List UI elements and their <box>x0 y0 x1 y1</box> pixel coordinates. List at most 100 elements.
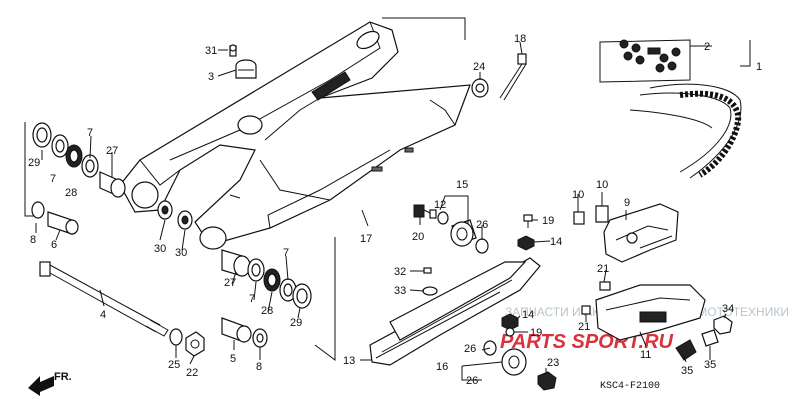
callout-32: 32 <box>394 266 406 278</box>
part-collar-10a <box>573 211 585 225</box>
part-bolt-35b <box>701 329 719 347</box>
callout-19-bottom: 19 <box>530 327 542 339</box>
callout-29-right: 29 <box>290 317 302 329</box>
callout-27-right: 27 <box>224 277 236 289</box>
callout-28-left: 28 <box>65 187 77 199</box>
part-washer-25 <box>169 328 183 346</box>
part-bolt-21a <box>599 281 611 291</box>
part-collar-12 <box>437 211 449 225</box>
callout-17: 17 <box>360 233 372 245</box>
part-bearing-28b <box>263 268 281 292</box>
callouts: 31 3 18 24 2 1 7 29 7 28 27 15 12 10 10 … <box>28 33 762 387</box>
part-guide-bracket-11 <box>595 284 706 341</box>
callout-9: 9 <box>624 197 630 209</box>
part-seal-29a <box>32 122 52 148</box>
part-nut-24 <box>471 78 489 98</box>
part-screw-19b <box>505 327 515 337</box>
part-bushing-30b <box>177 210 193 230</box>
callout-21-bottom: 21 <box>578 321 590 333</box>
callout-34: 34 <box>722 303 734 315</box>
part-roller-16 <box>501 348 527 376</box>
part-bolt-35a <box>675 339 697 361</box>
swingarm <box>119 21 471 250</box>
callout-23: 23 <box>547 357 559 369</box>
callout-18: 18 <box>514 33 526 45</box>
callout-19-top: 19 <box>542 215 554 227</box>
diagram-code: KSC4-F2100 <box>600 381 660 392</box>
part-collar-10b <box>595 205 609 223</box>
callout-7-top-left: 7 <box>87 127 93 139</box>
part-collar-27a <box>99 171 126 198</box>
part-nut-23 <box>537 371 557 391</box>
part-washer-33 <box>422 286 438 296</box>
part-chain-guide-9 <box>603 203 679 263</box>
callout-25: 25 <box>168 359 180 371</box>
callout-4: 4 <box>100 309 106 321</box>
callout-8-left: 8 <box>30 234 36 246</box>
part-pivot-bolt-18 <box>499 53 527 101</box>
direction-label: FR. <box>54 371 72 383</box>
part-pivot-shaft-4 <box>39 261 169 337</box>
callout-27-left: 27 <box>106 145 118 157</box>
callout-7-left: 7 <box>50 173 56 185</box>
bracket-top <box>382 17 466 40</box>
callout-22: 22 <box>186 367 198 379</box>
callout-14-bottom: 14 <box>522 309 534 321</box>
part-bearing-7a <box>51 134 69 158</box>
callout-15: 15 <box>456 179 468 191</box>
callout-31: 31 <box>205 45 217 57</box>
part-collar-6 <box>47 211 79 235</box>
part-bolt-21b <box>581 305 591 315</box>
callout-14-top: 14 <box>550 236 562 248</box>
callout-2: 2 <box>704 41 710 53</box>
part-nut-14a <box>517 235 535 251</box>
part-roller-15 <box>450 219 477 247</box>
part-seal-29b <box>292 283 312 309</box>
part-washer-8a <box>31 201 45 219</box>
leader-lines <box>35 40 751 381</box>
part-nut-34 <box>713 315 733 335</box>
callout-10-left: 10 <box>572 189 584 201</box>
callout-8-bottom: 8 <box>256 361 262 373</box>
part-bushing-30a <box>157 200 173 220</box>
part-collar-27b <box>221 249 251 277</box>
callout-7-right: 7 <box>249 293 255 305</box>
part-collar-5 <box>221 317 252 343</box>
part-bolt-20 <box>413 204 437 219</box>
front-direction-arrow: FR. <box>28 371 72 396</box>
bracket-bottom <box>314 237 336 361</box>
part-drive-chain-1 <box>629 83 742 179</box>
callout-5: 5 <box>230 353 236 365</box>
callout-11: 11 <box>640 349 651 361</box>
part-bearing-28a <box>65 144 83 168</box>
callout-1: 1 <box>756 61 762 73</box>
callout-13: 13 <box>343 355 355 367</box>
part-screw-19a <box>523 214 533 228</box>
callout-26-mid: 26 <box>464 343 476 355</box>
part-master-link-2 <box>599 39 691 83</box>
callout-21-top: 21 <box>597 263 609 275</box>
callout-10-right: 10 <box>596 179 608 191</box>
callout-29-left: 29 <box>28 157 40 169</box>
callout-12: 12 <box>434 199 446 211</box>
callout-35-left: 35 <box>681 365 693 377</box>
part-cable-clip <box>229 44 257 79</box>
callout-3: 3 <box>208 71 214 83</box>
callout-26-bottom: 26 <box>466 375 478 387</box>
part-bearing-7c <box>247 258 265 282</box>
part-washer-26a <box>475 238 489 254</box>
callout-30-right: 30 <box>175 247 187 259</box>
callout-6: 6 <box>51 239 57 251</box>
part-bearing-7b <box>81 154 99 178</box>
callout-30-left: 30 <box>154 243 166 255</box>
callout-28-right: 28 <box>261 305 273 317</box>
callout-33: 33 <box>394 285 406 297</box>
callout-35-right: 35 <box>704 359 716 371</box>
callout-20: 20 <box>412 231 424 243</box>
part-screw-32 <box>423 267 432 274</box>
part-nut-14b <box>501 313 519 331</box>
callout-16: 16 <box>436 361 448 373</box>
part-washer-8b <box>252 328 268 348</box>
